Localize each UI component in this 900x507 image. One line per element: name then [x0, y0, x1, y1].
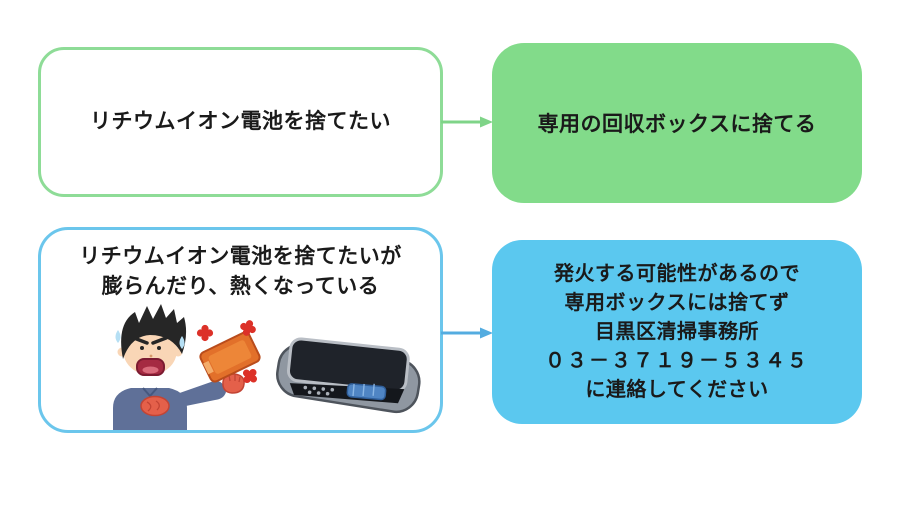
panicked-person-icon	[113, 304, 245, 430]
action2-box: 発火する可能性があるので 専用ボックスには捨てず 目黒区清掃事務所 ０３－３７１…	[492, 240, 862, 424]
action2-line5: に連絡してください	[585, 378, 769, 401]
spark-icon	[196, 320, 258, 384]
case2-line1: リチウムイオン電池を捨てたいが	[79, 245, 402, 268]
action1-box: 専用の回収ボックスに捨てる	[492, 43, 862, 203]
action2-line1: 発火する可能性があるので	[554, 262, 800, 285]
case1-label: リチウムイオン電池を捨てたい	[90, 110, 391, 133]
action2-line2: 専用ボックスには捨てず	[564, 291, 790, 314]
arrow-case2-to-action2	[441, 327, 493, 339]
case2-box: リチウムイオン電池を捨てたいが 膨らんだり、熱くなっている	[38, 227, 443, 433]
hot-battery-illustration	[113, 304, 421, 430]
case2-line2: 膨らんだり、熱くなっている	[101, 275, 380, 298]
arrow-case1-to-action1	[441, 116, 493, 128]
case2-heading: リチウムイオン電池を捨てたいが 膨らんだり、熱くなっている	[41, 230, 440, 302]
action1-label: 専用の回収ボックスに捨てる	[537, 113, 817, 136]
case1-box: リチウムイオン電池を捨てたい	[38, 47, 443, 197]
action2-phone-number: ０３－３７１９－５３４５	[545, 349, 809, 372]
action2-line3: 目黒区清掃事務所	[595, 320, 759, 343]
swollen-phone-icon	[276, 337, 421, 414]
hot-battery-icon	[199, 331, 261, 383]
